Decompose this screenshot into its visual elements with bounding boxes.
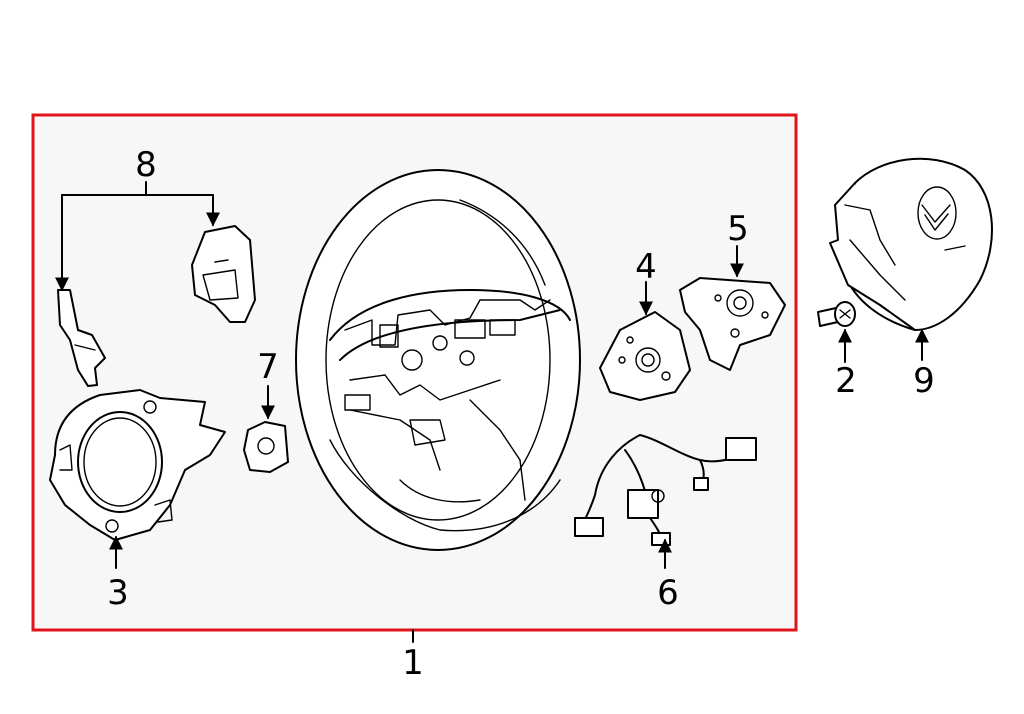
airbag-module [829,157,993,331]
steering-wheel [295,169,581,551]
label-3: 3 [107,573,129,613]
label-7: 7 [257,347,279,387]
label-9: 9 [913,361,935,401]
leader-lines [55,181,929,643]
label-5: 5 [727,209,749,249]
trim-cover [49,389,226,541]
paddle-switch [57,225,256,387]
label-6: 6 [657,573,679,613]
clip [243,421,289,473]
label-4: 4 [635,247,657,287]
label-2: 2 [835,361,857,401]
bolt [817,301,856,327]
label-8: 8 [135,145,157,185]
left-switch [599,311,691,401]
right-switch [679,277,786,371]
label-1: 1 [402,643,424,683]
wiring-harness [574,434,757,546]
